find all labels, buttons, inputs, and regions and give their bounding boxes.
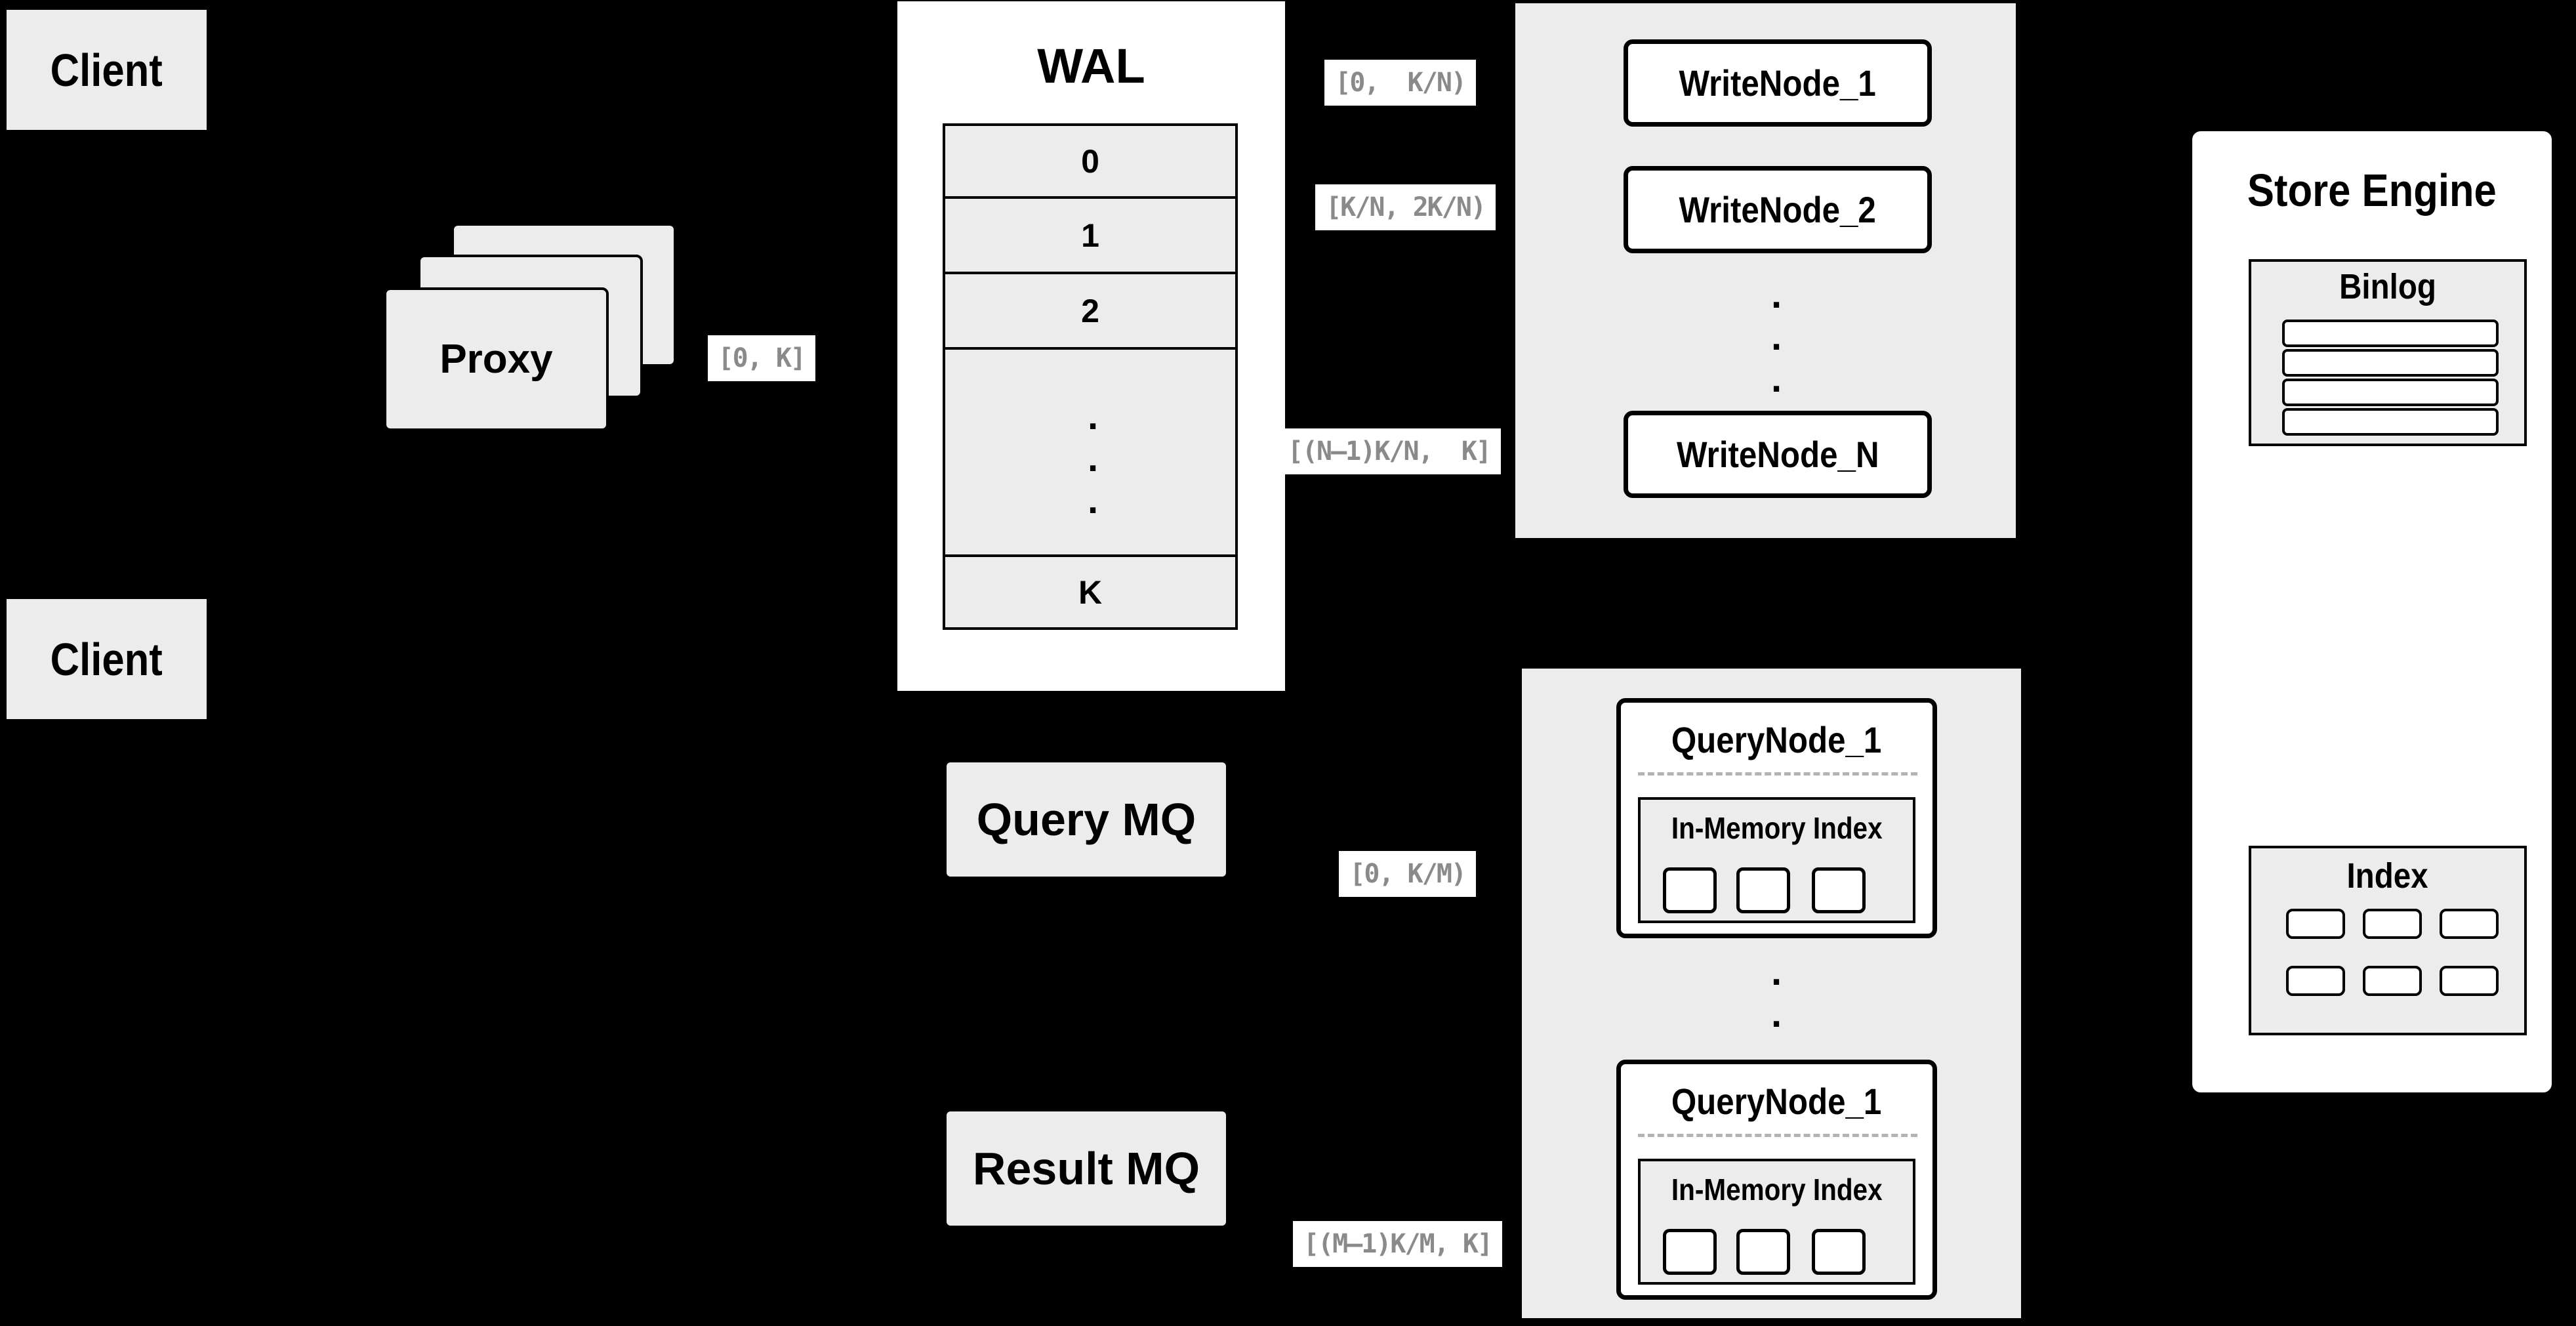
binlog-row bbox=[2282, 320, 2499, 347]
wal-row-2: 2 bbox=[943, 272, 1238, 350]
proxy-node: Proxy bbox=[384, 287, 609, 431]
query-group-ellipsis: . . . bbox=[1770, 951, 1782, 1077]
write-node-2: WriteNode_2 bbox=[1624, 166, 1932, 253]
range-label-write-n: [(N–1)K/N, K] bbox=[1277, 428, 1501, 474]
query-node-bottom-separator bbox=[1638, 1134, 1917, 1137]
query-node-bottom-title: QueryNode_1 bbox=[1671, 1080, 1882, 1122]
query-mq-node: Query MQ bbox=[947, 762, 1226, 877]
result-mq-node: Result MQ bbox=[947, 1111, 1226, 1226]
range-label-query-1: [0, K/M) bbox=[1339, 851, 1476, 897]
client-bottom-label: Client bbox=[50, 633, 163, 685]
wal-title: WAL bbox=[1037, 38, 1145, 93]
wal-row-ellipsis: . . . bbox=[943, 347, 1238, 557]
wal-dot-3: . bbox=[1087, 479, 1099, 522]
index-cell bbox=[2440, 909, 2499, 939]
proxy-label: Proxy bbox=[440, 337, 553, 382]
binlog-row bbox=[2282, 408, 2499, 436]
segment-box bbox=[1663, 867, 1717, 913]
wal-row-1: 1 bbox=[943, 196, 1238, 274]
segment-box bbox=[1812, 867, 1866, 913]
in-memory-index-bottom-title: In-Memory Index bbox=[1671, 1172, 1883, 1207]
write-group-ellipsis: . . . bbox=[1770, 274, 1782, 400]
query-node-top-title: QueryNode_1 bbox=[1671, 718, 1882, 760]
range-label-query-m: [(M–1)K/M, K] bbox=[1292, 1221, 1502, 1267]
query-node-top-separator bbox=[1638, 772, 1917, 776]
write-node-1: WriteNode_1 bbox=[1624, 39, 1932, 127]
binlog-title: Binlog bbox=[2339, 267, 2436, 306]
range-label-proxy-wal: [0, K] bbox=[707, 335, 815, 381]
index-cell bbox=[2286, 966, 2345, 996]
write-node-n: WriteNode_N bbox=[1624, 411, 1932, 498]
index-box bbox=[2249, 846, 2527, 1035]
index-cell bbox=[2440, 966, 2499, 996]
in-memory-index-top-title: In-Memory Index bbox=[1671, 811, 1883, 845]
client-node-bottom: Client bbox=[7, 599, 207, 719]
binlog-row bbox=[2282, 379, 2499, 406]
index-title: Index bbox=[2346, 856, 2429, 896]
index-cell bbox=[2286, 909, 2345, 939]
index-cell bbox=[2363, 966, 2422, 996]
wal-row-0: 0 bbox=[943, 123, 1238, 199]
client-node-top: Client bbox=[7, 10, 207, 130]
wal-dot-2: . bbox=[1087, 437, 1099, 480]
range-label-write-2: [K/N, 2K/N) bbox=[1315, 184, 1496, 230]
segment-box bbox=[1812, 1229, 1866, 1275]
index-cell bbox=[2363, 909, 2422, 939]
wal-row-k: K bbox=[943, 554, 1238, 630]
segment-box bbox=[1663, 1229, 1717, 1275]
segment-box bbox=[1736, 1229, 1790, 1275]
segment-box bbox=[1736, 867, 1790, 913]
range-label-write-1: [0, K/N) bbox=[1324, 60, 1476, 106]
client-top-label: Client bbox=[50, 44, 163, 96]
wal-dot-1: . bbox=[1087, 395, 1099, 438]
binlog-row bbox=[2282, 349, 2499, 377]
store-engine-title: Store Engine bbox=[2247, 165, 2497, 216]
